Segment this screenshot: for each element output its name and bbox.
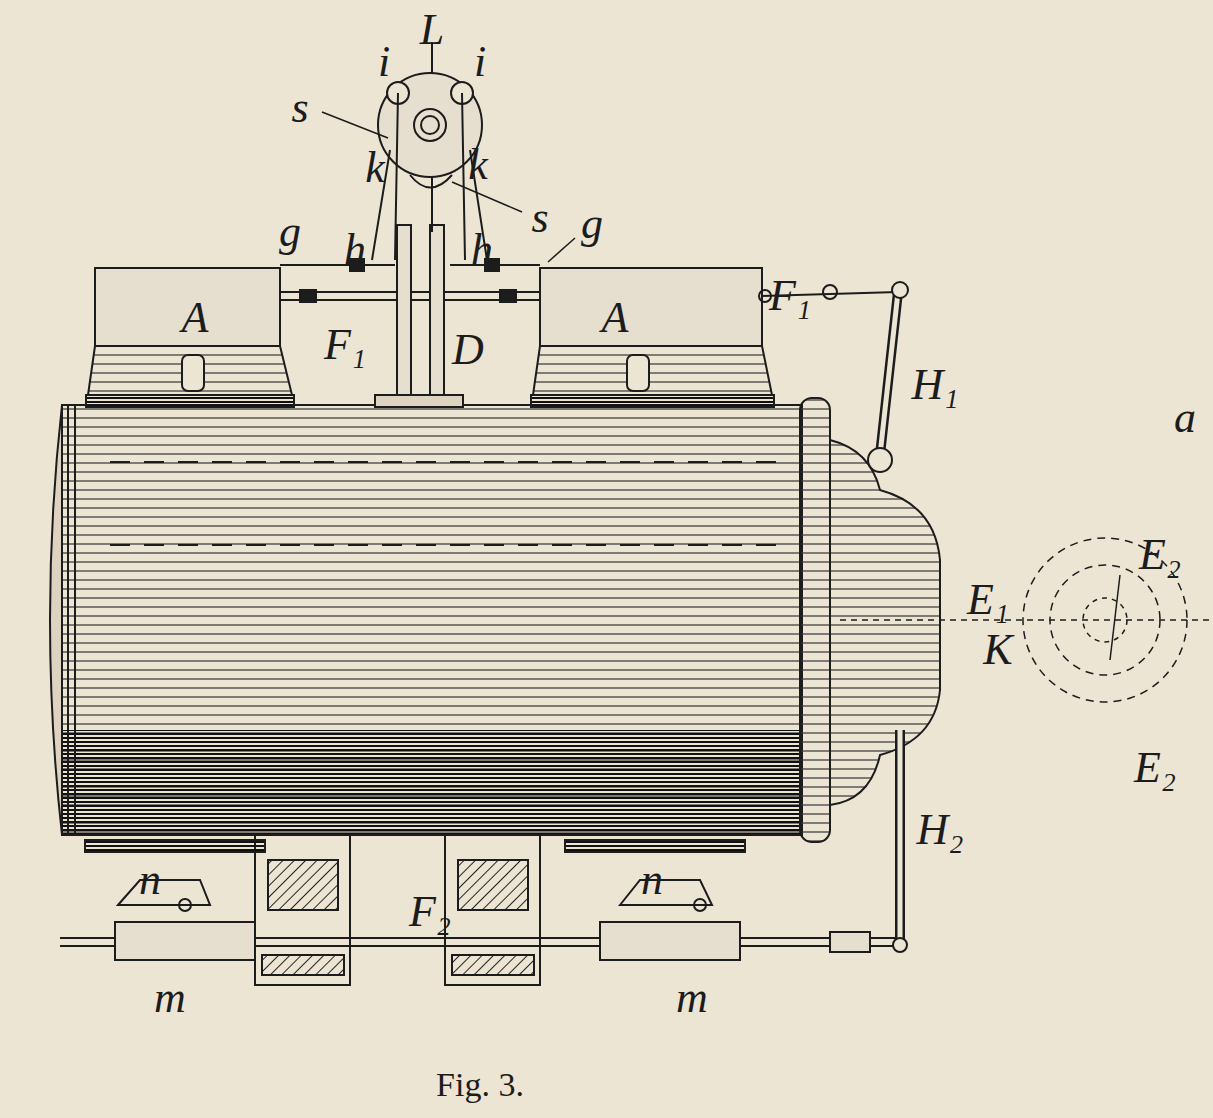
part-letter: s: [291, 86, 308, 130]
figure-caption: Fig. 3.: [436, 1068, 524, 1102]
part-letter: E₂: [1134, 746, 1176, 790]
part-letter: a: [1174, 396, 1196, 440]
part-letter: H₁: [911, 363, 958, 407]
part-letter: L: [420, 8, 444, 52]
part-letter: F₁: [769, 274, 811, 318]
part-letter: k: [468, 143, 488, 187]
part-letter: m: [676, 976, 708, 1020]
part-letter: s: [531, 196, 548, 240]
part-letter: i: [378, 40, 390, 84]
part-letter: E₁: [967, 578, 1009, 622]
part-letter: i: [474, 40, 486, 84]
part-letter: K: [983, 628, 1012, 672]
part-letter: F₂: [409, 890, 451, 934]
part-letter: g: [279, 210, 301, 254]
part-letter: A: [182, 296, 209, 340]
part-letter: m: [154, 976, 186, 1020]
part-letter: A: [602, 296, 629, 340]
part-letter: D: [452, 328, 484, 372]
part-letter: g: [581, 202, 603, 246]
part-letter: F₁: [324, 323, 366, 367]
part-letter: n: [641, 858, 663, 902]
part-letter: k: [365, 146, 385, 190]
part-letter: H₂: [916, 808, 963, 852]
part-letter: n: [139, 858, 161, 902]
part-letter: E₂: [1139, 533, 1181, 577]
part-letter: h: [344, 228, 366, 272]
part-letter: h: [471, 228, 493, 272]
